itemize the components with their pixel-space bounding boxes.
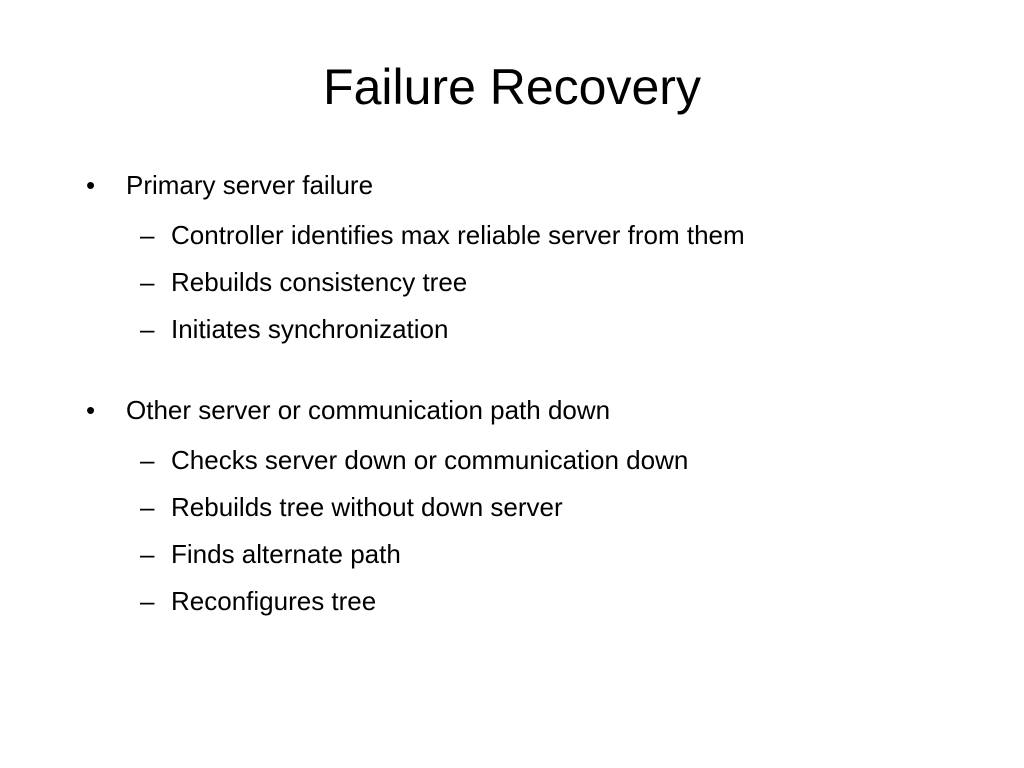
dash-marker: – <box>140 492 155 522</box>
bullet-label: Primary server failure <box>126 170 374 200</box>
sub-item: – Rebuilds tree without down server <box>0 484 1024 531</box>
dash-marker: – <box>140 220 155 250</box>
sub-item-text: Initiates synchronization <box>171 314 449 344</box>
dash-marker: – <box>140 445 155 475</box>
dash-marker: – <box>140 314 155 344</box>
sub-item: – Reconfigures tree <box>0 578 1024 625</box>
dash-marker: – <box>140 586 155 616</box>
dash-marker: – <box>140 267 155 297</box>
bullet-item: • Other server or communication path dow… <box>0 390 1024 430</box>
bullet-label: Other server or communication path down <box>126 395 611 425</box>
sub-item-text: Checks server down or communication down <box>171 445 689 475</box>
bullet-section-primary-failure: • Primary server failure – Controller id… <box>0 165 1024 353</box>
dash-marker: – <box>140 539 155 569</box>
bullet-item: • Primary server failure <box>0 165 1024 205</box>
bullet-marker: • <box>86 395 96 425</box>
sub-item-text: Controller identifies max reliable serve… <box>171 220 745 250</box>
sub-item: – Controller identifies max reliable ser… <box>0 212 1024 259</box>
sub-item: – Finds alternate path <box>0 531 1024 578</box>
sub-item: – Rebuilds consistency tree <box>0 259 1024 306</box>
bullet-section-other-server-down: • Other server or communication path dow… <box>0 390 1024 625</box>
sub-item-text: Finds alternate path <box>171 539 401 569</box>
sub-item-text: Rebuilds consistency tree <box>171 267 468 297</box>
bullet-marker: • <box>86 170 96 200</box>
sub-item: – Checks server down or communication do… <box>0 437 1024 484</box>
sub-item: – Initiates synchronization <box>0 306 1024 353</box>
slide-title: Failure Recovery <box>323 59 701 115</box>
sub-item-text: Rebuilds tree without down server <box>171 492 563 522</box>
sub-item-text: Reconfigures tree <box>171 586 377 616</box>
